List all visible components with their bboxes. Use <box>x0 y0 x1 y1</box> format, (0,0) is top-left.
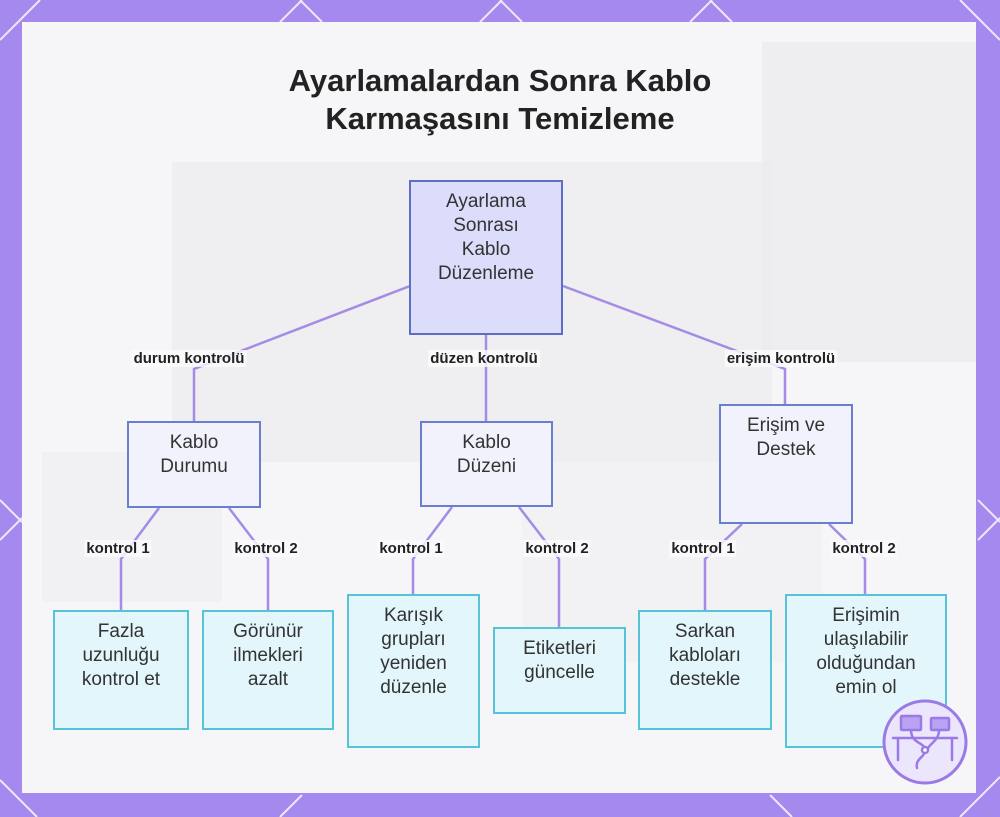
leaf-3-line-1: Karışık <box>383 605 444 626</box>
edge-label-b2-kontrol-1: kontrol 1 <box>377 540 445 557</box>
title-line-2: Karmaşasını Temizleme <box>325 101 675 136</box>
leaf-5-line-1: Sarkan <box>674 621 736 642</box>
leaf-gorunur-ilmekleri: Görünür ilmekleri azalt <box>202 610 334 730</box>
connector-branch-2-leaf-1 <box>411 506 453 594</box>
title-line-1: Ayarlamalardan Sonra Kablo <box>288 63 712 98</box>
leaf-1-line-3: kontrol et <box>81 669 161 690</box>
leaf-2-line-2: ilmekleri <box>233 645 303 666</box>
edge-label-b1-kontrol-2: kontrol 2 <box>232 540 300 557</box>
leaf-6-line-2: ulaşılabilir <box>823 629 909 650</box>
leaf-karisik-gruplari: Karışık grupları yeniden düzenle <box>347 594 480 748</box>
leaf-6-line-4: emin ol <box>835 677 897 698</box>
leaf-5-line-2: kabloları <box>669 645 741 666</box>
connector-root-branch-3 <box>562 284 787 404</box>
leaf-2-line-1: Görünür <box>233 621 303 642</box>
leaf-3-line-2: grupları <box>381 629 446 650</box>
leaf-5-line-3: destekle <box>669 669 741 690</box>
edge-label-b1-kontrol-1: kontrol 1 <box>84 540 152 557</box>
root-node: Ayarlama Sonrası Kablo Düzenleme <box>409 180 563 335</box>
leaf-6-line-3: olduğundan <box>816 653 916 674</box>
leaf-4-line-2: güncelle <box>524 662 595 683</box>
node-kablo-duzeni: Kablo Düzeni <box>420 421 553 507</box>
leaf-1-line-1: Fazla <box>97 621 145 642</box>
cable-desk-icon <box>882 699 968 785</box>
connector-branch-2-leaf-2 <box>518 506 561 627</box>
connector-branch-1-leaf-1 <box>119 507 161 610</box>
node-kablo-durumu: Kablo Durumu <box>127 421 261 508</box>
leaf-1-line-2: uzunluğu <box>82 645 160 666</box>
edge-label-b3-kontrol-2: kontrol 2 <box>830 540 898 557</box>
connector-branch-1-leaf-2 <box>228 507 270 610</box>
leaf-3-line-3: yeniden <box>380 653 447 674</box>
edge-label-erisim-kontrolu: erişim kontrolü <box>724 350 838 367</box>
root-line-2: Sonrası <box>453 215 519 236</box>
node-erisim-line-2: Destek <box>756 439 816 460</box>
edge-label-b3-kontrol-1: kontrol 1 <box>669 540 737 557</box>
leaf-etiketleri-guncelle: Etiketleri güncelle <box>493 627 626 714</box>
leaf-sarkan-kablolari: Sarkan kabloları destekle <box>638 610 772 730</box>
connector-branch-3-leaf-2 <box>828 523 867 594</box>
node-kablo-durumu-line-2: Durumu <box>160 456 228 477</box>
leaf-2-line-3: azalt <box>247 669 289 690</box>
node-kablo-durumu-line-1: Kablo <box>169 432 219 453</box>
leaf-4-line-1: Etiketleri <box>523 638 596 659</box>
root-line-4: Düzenleme <box>437 263 535 284</box>
root-line-1: Ayarlama <box>446 191 526 212</box>
node-kablo-duzeni-line-2: Düzeni <box>456 456 517 477</box>
diagram-title: Ayarlamalardan Sonra Kablo Karmaşasını T… <box>0 62 1000 138</box>
edge-label-duzen-kontrolu: düzen kontrolü <box>428 350 540 367</box>
leaf-fazla-uzunlugu: Fazla uzunluğu kontrol et <box>53 610 189 730</box>
node-erisim-line-1: Erişim ve <box>746 415 826 436</box>
leaf-6-line-1: Erişimin <box>832 605 900 626</box>
edge-label-durum-kontrolu: durum kontrolü <box>131 350 247 367</box>
connector-root-branch-1 <box>192 284 411 421</box>
node-erisim-ve-destek: Erişim ve Destek <box>719 404 853 524</box>
edge-label-b2-kontrol-2: kontrol 2 <box>523 540 591 557</box>
root-line-3: Kablo <box>461 239 511 260</box>
connector-branch-3-leaf-1 <box>703 523 743 610</box>
leaf-3-line-4: düzenle <box>380 677 447 698</box>
node-kablo-duzeni-line-1: Kablo <box>462 432 511 453</box>
